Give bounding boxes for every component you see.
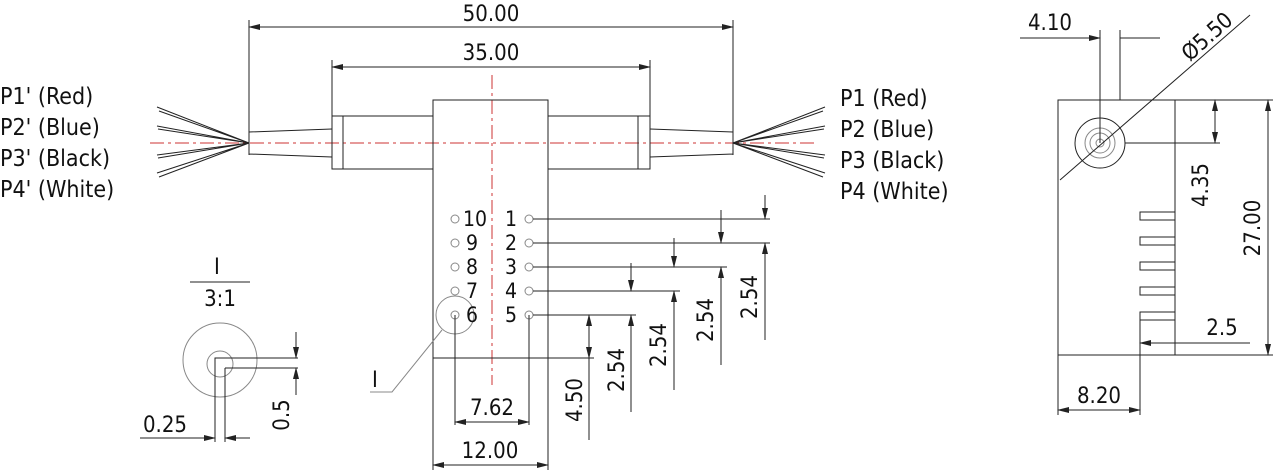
pin-label: 1	[505, 207, 517, 231]
pin-hole	[524, 286, 534, 296]
pin-label: 6	[466, 303, 478, 327]
detail-view: I 3:1 0.25 0.5	[140, 255, 299, 442]
dim-body-height: 27.00	[1241, 200, 1266, 257]
dim-pitch: 2.54	[694, 298, 719, 342]
wire-label-p2-right: P2 (Blue)	[840, 117, 934, 143]
detail-scale: 3:1	[204, 287, 236, 312]
pin-label: 10	[463, 207, 487, 231]
dim-pin-length: 2.5	[1206, 316, 1237, 341]
dim-side-offset: 4.10	[1028, 11, 1072, 36]
detail-callout-label: I	[372, 368, 378, 393]
dim-overall-length: 50.00	[463, 2, 520, 27]
pin-hole	[524, 238, 534, 248]
pin-label: 4	[505, 279, 517, 303]
side-pins	[1139, 211, 1176, 321]
dim-pitch: 2.54	[647, 323, 672, 367]
dim-diameter: Ø5.50	[1177, 8, 1238, 66]
dimension-lines	[248, 20, 770, 470]
dim-pitch: 2.54	[738, 275, 763, 319]
pin-grid: 10 9 8 7 6 1 2 3 4 5	[435, 207, 534, 335]
dim-detail-pin-length: 0.5	[270, 399, 295, 430]
pin-hole	[450, 214, 460, 224]
dim-pitch: 2.54	[605, 348, 630, 392]
dim-pin-offset: 4.50	[563, 378, 588, 422]
pin-label: 2	[505, 231, 517, 255]
wire-label-p1-right: P1 (Red)	[840, 86, 928, 112]
pin-label: 9	[466, 231, 478, 255]
pin-label: 3	[505, 255, 517, 279]
side-view: 4.10 Ø5.50 4.35 27.00 2.5 8.20	[1020, 8, 1273, 415]
dim-body-depth: 8.20	[1077, 384, 1121, 409]
right-wires	[732, 106, 826, 178]
wire-label-p3-right: P3 (Black)	[840, 148, 944, 174]
pin-label: 7	[466, 279, 478, 303]
dim-pin-row-spacing: 7.62	[470, 396, 514, 421]
pin-label: 8	[466, 255, 478, 279]
pin-hole	[524, 214, 534, 224]
wire-label-p4-right: P4 (White)	[840, 179, 949, 205]
pin-label: 5	[505, 303, 517, 327]
left-barrel	[331, 115, 433, 170]
body-block	[432, 99, 549, 359]
detail-leader	[370, 329, 443, 393]
dim-body-width: 12.00	[462, 439, 519, 464]
wire-label-p1-left: P1' (Red)	[0, 84, 93, 110]
left-wires	[156, 106, 250, 178]
pin-hole	[450, 286, 460, 296]
wire-label-p4-left: P4' (White)	[0, 177, 114, 203]
dim-center-height: 4.35	[1189, 163, 1214, 207]
right-barrel	[548, 115, 651, 170]
pin-hole	[524, 262, 534, 272]
front-view: P1' (Red) P2' (Blue) P3' (Black) P4' (Wh…	[0, 2, 949, 470]
dim-detail-pin-width: 0.25	[143, 413, 187, 438]
detail-title: I	[214, 255, 220, 280]
dim-barrel-length: 35.00	[463, 41, 520, 66]
pin-hole	[450, 262, 460, 272]
wire-label-p3-left: P3' (Black)	[0, 146, 110, 172]
pin-hole	[450, 238, 460, 248]
wire-label-p2-left: P2' (Blue)	[0, 115, 100, 141]
